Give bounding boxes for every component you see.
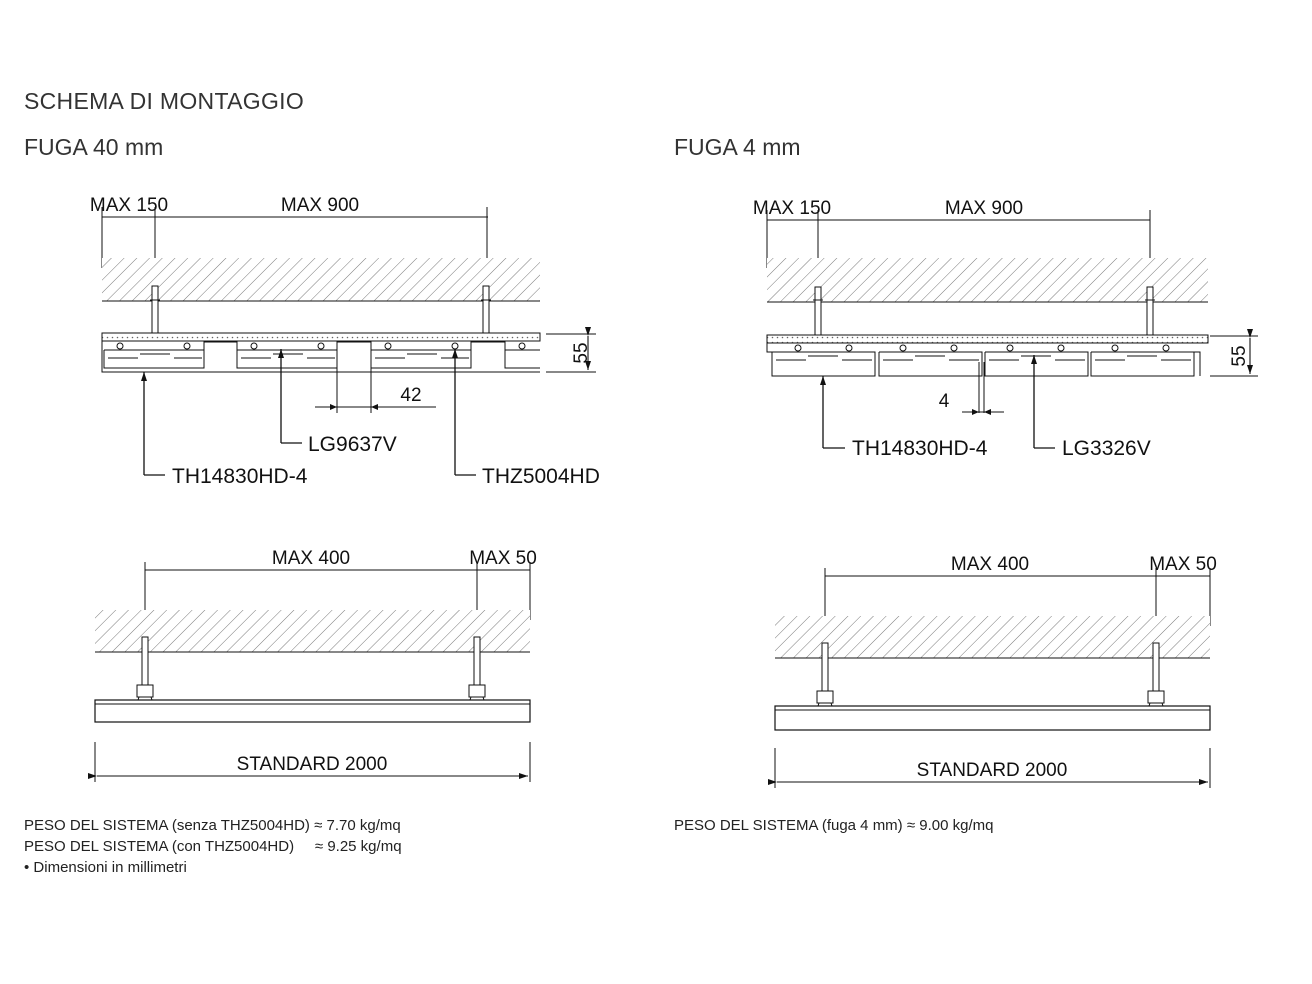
left-part-thz5004hd: THZ5004HD	[482, 465, 600, 488]
left-side-ceiling	[95, 610, 530, 652]
right-side-view: MAX 400 MAX 50 STANDARD 2000	[768, 554, 1217, 788]
right-hanger-rod-2	[1145, 286, 1155, 336]
right-side-ceiling	[775, 616, 1210, 658]
right-panel-row	[771, 344, 1201, 377]
left-label-max150: MAX 150	[90, 195, 168, 216]
left-side-view: MAX 400 MAX 50 STANDARD 2000	[88, 548, 537, 782]
right-carrier-rail	[766, 334, 1209, 344]
right-rail-end	[766, 343, 772, 353]
left-hanger-rod-2	[481, 285, 491, 335]
left-label-max50: MAX 50	[469, 548, 537, 569]
right-label-max400: MAX 400	[951, 554, 1029, 575]
left-label-42: 42	[400, 385, 421, 406]
left-label-max900: MAX 900	[281, 195, 359, 216]
left-note-units: • Dimensioni in millimetri	[24, 859, 187, 876]
left-part-lg9637v: LG9637V	[308, 433, 397, 456]
left-hanger-rod-1	[150, 285, 160, 335]
left-note-weight-without: PESO DEL SISTEMA (senza THZ5004HD) ≈ 7.7…	[24, 817, 401, 834]
left-carrier-rail	[101, 332, 541, 342]
right-note-weight: PESO DEL SISTEMA (fuga 4 mm) ≈ 9.00 kg/m…	[674, 817, 994, 834]
left-top-view: MAX 150 MAX 900	[90, 195, 600, 488]
right-label-4: 4	[939, 391, 950, 412]
left-rail-outline	[101, 341, 540, 373]
left-label-55: 55	[571, 342, 592, 363]
left-side-panel	[94, 699, 531, 723]
subtitle-fuga-40: FUGA 40 mm	[24, 134, 164, 160]
left-label-standard: STANDARD 2000	[237, 754, 388, 775]
right-label-max900: MAX 900	[945, 198, 1023, 219]
right-label-max150: MAX 150	[753, 198, 831, 219]
page-title: SCHEMA DI MONTAGGIO	[24, 88, 305, 114]
right-ceiling-slab	[767, 258, 1208, 302]
right-label-55: 55	[1229, 345, 1250, 366]
left-ceiling-slab	[102, 258, 540, 301]
right-label-max50: MAX 50	[1149, 554, 1217, 575]
right-hanger-rod-1	[813, 286, 823, 336]
left-label-max400: MAX 400	[272, 548, 350, 569]
right-part-lg3326v: LG3326V	[1062, 437, 1151, 460]
right-label-standard: STANDARD 2000	[917, 760, 1068, 781]
right-top-view: MAX 150 MAX 900 55	[753, 198, 1258, 460]
left-notes: PESO DEL SISTEMA (senza THZ5004HD) ≈ 7.7…	[24, 815, 584, 878]
subtitle-fuga-4: FUGA 4 mm	[674, 134, 801, 160]
right-part-th14830hd: TH14830HD-4	[852, 437, 988, 460]
left-note-weight-with: PESO DEL SISTEMA (con THZ5004HD) ≈ 9.25 …	[24, 838, 402, 855]
right-gap-arrows	[972, 409, 991, 415]
right-notes: PESO DEL SISTEMA (fuga 4 mm) ≈ 9.00 kg/m…	[674, 815, 1174, 836]
left-panel-row	[103, 341, 540, 369]
left-part-th14830hd: TH14830HD-4	[172, 465, 308, 488]
